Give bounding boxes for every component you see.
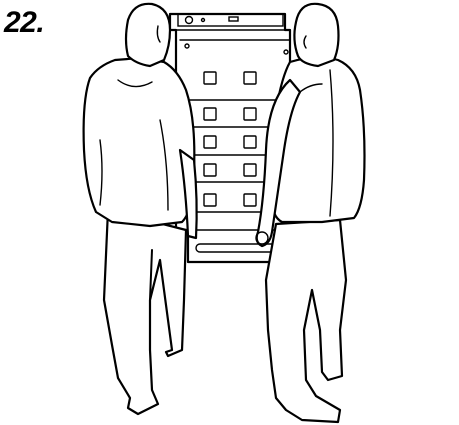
module-handles (203, 71, 257, 207)
step-number: 22. (4, 6, 45, 39)
right-person (255, 2, 366, 424)
right-person-hand (255, 231, 269, 245)
equipment-cabinet (168, 12, 292, 264)
left-person (82, 2, 198, 416)
